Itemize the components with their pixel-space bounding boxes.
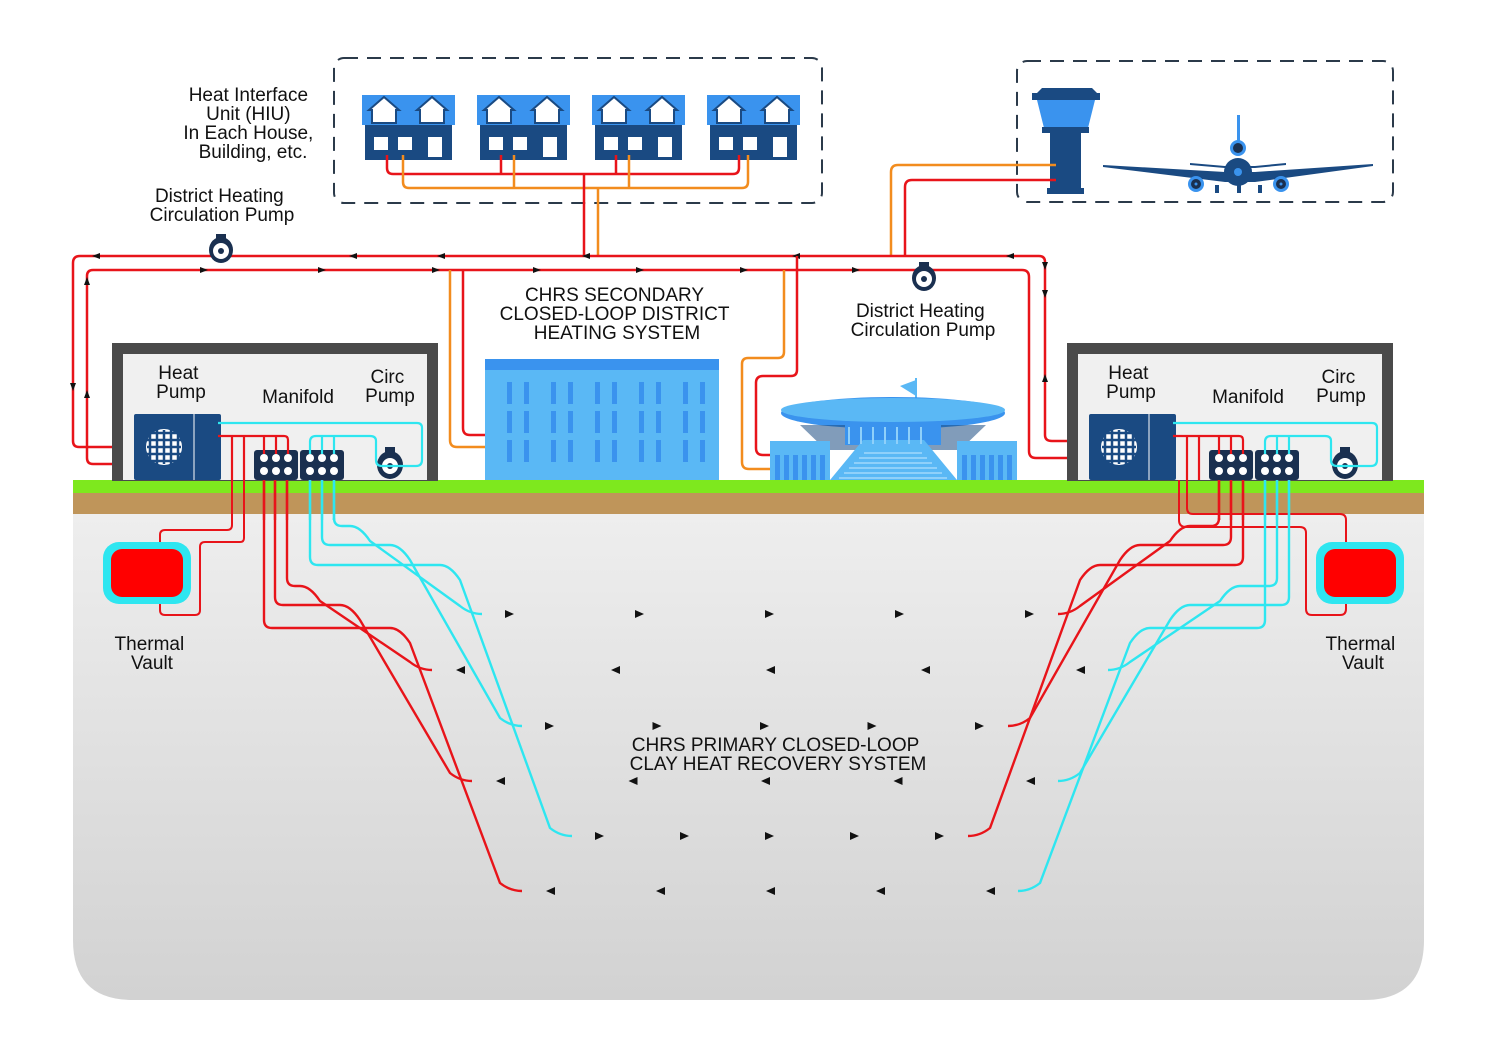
houses [362,95,800,160]
flow-arrow [760,722,769,730]
flow-arrow [545,722,554,730]
underground-area [73,512,1424,1000]
flow-arrow [935,832,944,840]
manifold-icon [254,450,344,480]
flow-arrow [456,666,465,674]
dh-pump-right-label: District Heating Circulation Pump [851,301,996,341]
flow-arrow [1025,610,1034,618]
loop-pipe [262,520,523,893]
loop-pipe [273,520,473,783]
flow-arrow [635,610,644,618]
left-circ-pump-label: Circ Pump [365,367,415,407]
flow-arrow [546,887,555,895]
loop-pipe [1057,517,1221,616]
dh-pump-left-label: District Heating Circulation Pump [150,186,295,226]
thermal-vault-right-icon [1316,542,1404,604]
vault-piping [159,480,1347,616]
flow-arrow [611,666,620,674]
plant-room-right [1067,343,1393,481]
ground [73,480,1424,1000]
flow-arrow [975,722,984,730]
flow-arrow [893,777,903,785]
flow-arrow [680,832,689,840]
hiu-piping [385,155,750,256]
flow-arrow [595,832,604,840]
flow-arrow [766,887,775,895]
dh-pump-right-icon [912,262,936,291]
airport-piping [889,163,1056,256]
office-building-icon [485,359,719,480]
labels: Heat Interface Unit (HIU) In Each House,… [115,85,1401,775]
right-manifold-label: Manifold [1212,387,1284,408]
underground-loops [262,480,1291,895]
left-manifold-label: Manifold [262,387,334,408]
flow-arrow [765,832,774,840]
flow-arrow [656,887,665,895]
loop-pipe [967,520,1245,838]
flow-arrow [628,777,638,785]
heat-pump-icon [1089,414,1176,480]
house-icon [707,95,800,160]
house-icon [362,95,455,160]
flow-arrow [1026,777,1035,785]
grass-layer [73,480,1424,493]
flow-arrow [765,610,774,618]
hiu-label: Heat Interface Unit (HIU) In Each House,… [183,85,318,163]
heat-pump-icon [134,414,221,480]
stadium-icon [770,378,1017,480]
right-circ-pump-label: Circ Pump [1316,367,1366,407]
flow-arrow [505,610,514,618]
building-piping [448,256,799,471]
primary-system-label: CHRS PRIMARY CLOSED-LOOP CLAY HEAT RECOV… [630,735,927,775]
thermal-vault-left-icon [103,542,191,604]
secondary-system-label: CHRS SECONDARY CLOSED-LOOP DISTRICT HEAT… [500,285,735,344]
flow-arrow [850,832,859,840]
loop-pipe [1017,520,1267,893]
flow-arrow [766,666,775,674]
right-heat-pump-label: Heat Pump [1106,363,1156,403]
district-heating-loop [71,254,1093,466]
loop-pipe [1007,520,1233,728]
dh-pump-left-icon [209,234,233,263]
house-icon [592,95,685,160]
flow-arrow [496,777,505,785]
plant-room-left [112,343,438,481]
loop-pipe [308,520,573,838]
thermal-vault-left-label: Thermal Vault [115,634,190,674]
flow-arrow [895,610,904,618]
control-tower-icon [1032,88,1100,194]
flow-arrow [652,722,662,730]
thermal-vault-right-label: Thermal Vault [1326,634,1401,674]
loop-pipe [320,520,523,728]
loop-pipe [332,517,483,616]
house-icon [477,95,570,160]
loop-pipe [1057,520,1291,783]
flow-arrow [867,722,877,730]
flow-arrow [761,777,770,785]
soil-layer [73,492,1424,514]
flow-arrow [1076,666,1085,674]
manifold-icon [1209,450,1299,480]
flow-arrow [876,887,885,895]
airplane-icon [1103,115,1373,193]
flow-arrow [986,887,995,895]
hiu-group-box [333,57,823,204]
flow-arrow [921,666,930,674]
left-heat-pump-label: Heat Pump [156,363,206,403]
